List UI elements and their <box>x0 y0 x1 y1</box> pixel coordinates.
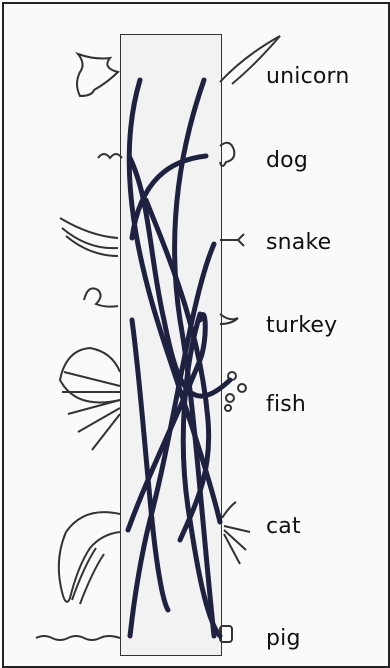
bubble-icon <box>226 394 234 402</box>
label-snake: snake <box>266 230 331 255</box>
dog-snout-icon <box>220 143 234 166</box>
cat-whiskers-icon <box>222 502 250 564</box>
dog-tail-icon <box>98 154 122 158</box>
pig-tail-icon <box>36 636 120 640</box>
bubble-icon <box>225 405 231 411</box>
label-fish: fish <box>266 392 306 417</box>
snake-end-icon <box>60 218 118 256</box>
pig-snout-icon <box>220 626 232 642</box>
turkey-head-icon <box>84 288 118 306</box>
label-turkey: turkey <box>266 313 337 338</box>
fish-tail-icon <box>60 348 120 403</box>
snake-tongue-icon <box>220 234 244 246</box>
label-unicorn: unicorn <box>266 64 350 89</box>
right-sketches <box>220 36 280 642</box>
turkey-beak-icon <box>220 314 238 324</box>
label-pig: pig <box>266 626 301 651</box>
unicorn-tail-icon <box>77 54 118 96</box>
maze-lines <box>128 80 230 636</box>
maze-line <box>132 156 206 238</box>
label-cat: cat <box>266 514 301 539</box>
label-dog: dog <box>266 148 308 173</box>
cat-tail-icon <box>59 512 120 602</box>
left-sketches <box>36 54 122 640</box>
bubble-icon <box>238 384 246 392</box>
